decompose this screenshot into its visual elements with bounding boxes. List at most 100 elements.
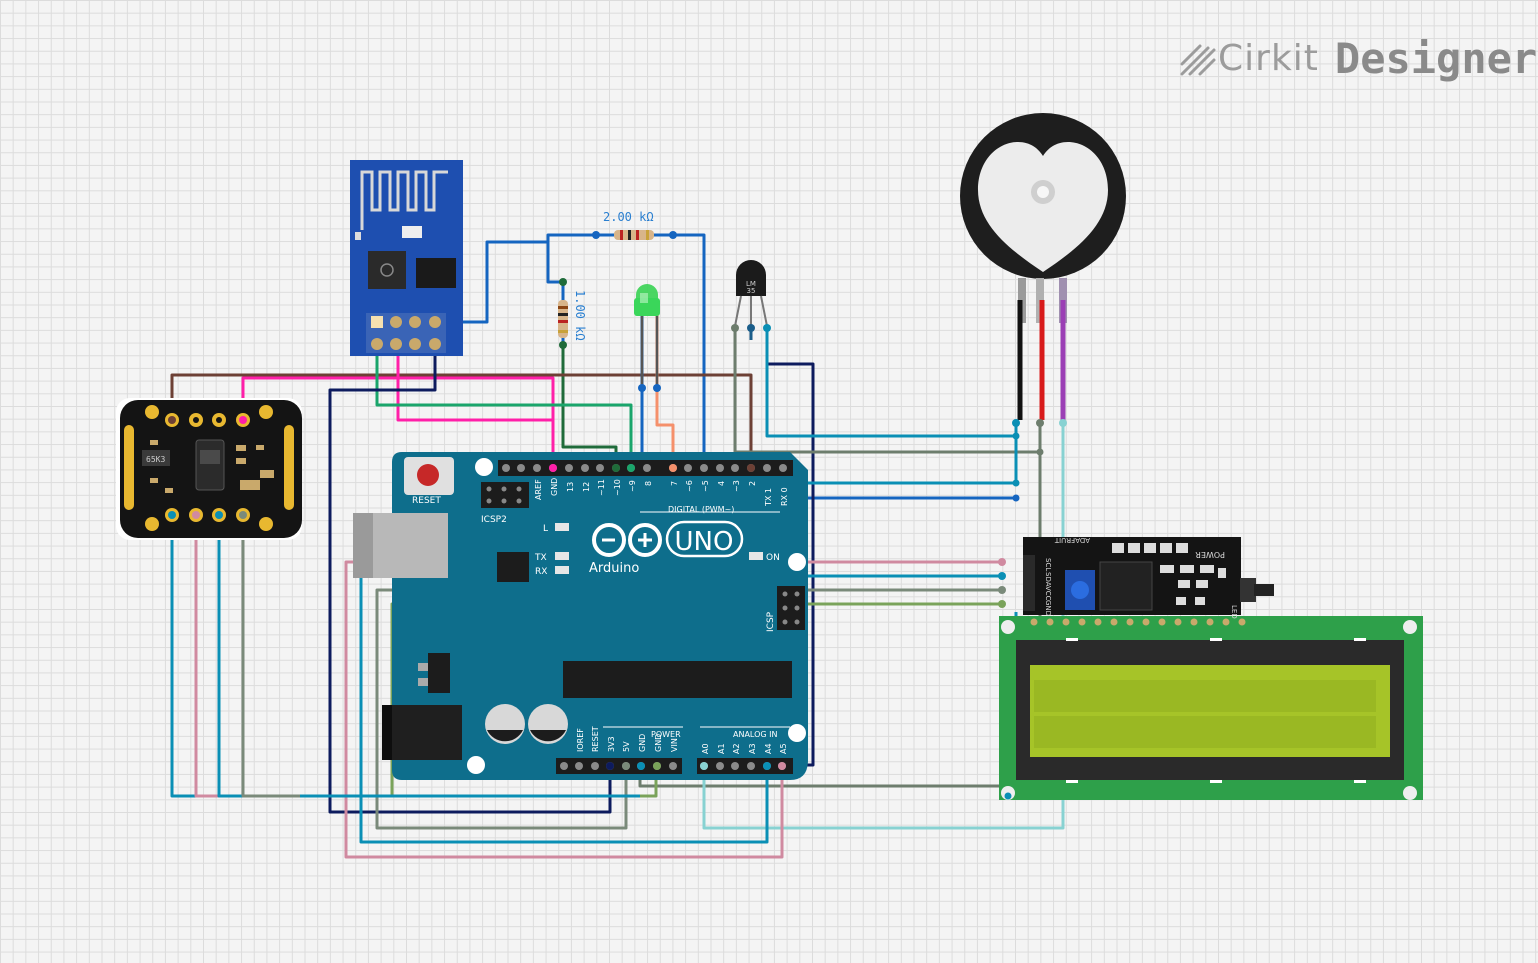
- lcd-display[interactable]: [999, 616, 1423, 800]
- power-pin-labels: IOREF RESET 3V3 5V GND GND VIN: [576, 726, 679, 752]
- svg-text:AREF: AREF: [534, 479, 543, 500]
- max-sensor-board[interactable]: 65K3: [116, 398, 302, 540]
- power-header[interactable]: [556, 758, 682, 774]
- icsp-header[interactable]: [777, 586, 805, 630]
- svg-text:8: 8: [644, 481, 653, 486]
- svg-text:VCC: VCC: [1044, 586, 1052, 601]
- max-pins-bottom[interactable]: [165, 508, 250, 522]
- resistor-top-label: 2.00 kΩ: [603, 210, 654, 224]
- wire-max-2[interactable]: [194, 515, 360, 798]
- arduino-uno[interactable]: RESET ICSP2 AREF: [353, 452, 808, 780]
- svg-text:~6: ~6: [685, 480, 694, 492]
- antenna-trace: [360, 170, 448, 230]
- wire-resistor-tx[interactable]: [673, 233, 1016, 500]
- uno-text: UNO: [675, 527, 734, 557]
- resistor-side-label: 1.00 kΩ: [573, 290, 587, 341]
- lm35-label-1: LM: [746, 280, 756, 288]
- wire-green-esp[interactable]: [375, 344, 633, 468]
- reset-button[interactable]: [417, 464, 439, 486]
- icsp2-header[interactable]: [481, 482, 529, 508]
- svg-text:GND: GND: [550, 478, 559, 496]
- svg-text:A1: A1: [717, 743, 726, 754]
- svg-text:2: 2: [748, 481, 757, 486]
- resistor-top[interactable]: 2.00 kΩ: [592, 210, 677, 240]
- cirkit-logo: Cirkit Designer: [1178, 30, 1537, 86]
- svg-text:A2: A2: [732, 743, 741, 754]
- tx-label: TX: [534, 553, 547, 563]
- brand-name: Cirkit: [1218, 37, 1319, 79]
- icsp2-label: ICSP2: [481, 515, 507, 525]
- lcd-pins: [1030, 618, 1246, 626]
- svg-text:SDA: SDA: [1044, 572, 1052, 587]
- icsp-label: ICSP: [766, 611, 776, 632]
- svg-text:RX 0: RX 0: [780, 487, 789, 506]
- pulse-heart: [978, 142, 1108, 272]
- wire-lm35-left[interactable]: [733, 328, 1040, 454]
- svg-text:3V3: 3V3: [607, 736, 616, 752]
- svg-text:7: 7: [670, 481, 679, 486]
- rx-label: RX: [535, 567, 547, 577]
- svg-text:~10: ~10: [613, 479, 622, 496]
- wire-led-anode[interactable]: [655, 315, 675, 468]
- svg-text:4: 4: [717, 481, 726, 486]
- svg-text:A4: A4: [764, 743, 773, 754]
- l-led-label: L: [543, 524, 548, 534]
- svg-text:A3: A3: [748, 743, 757, 754]
- on-label: ON: [766, 553, 780, 563]
- cirkit-logo-icon: [1180, 44, 1216, 76]
- svg-text:GND: GND: [638, 734, 647, 752]
- flash-chip: [416, 258, 456, 288]
- svg-text:12: 12: [582, 482, 591, 492]
- esp01-module[interactable]: [350, 160, 463, 356]
- svg-text:IOREF: IOREF: [576, 728, 585, 752]
- esp-chip: [368, 251, 406, 289]
- uno-logo: UNO Arduino: [589, 520, 744, 576]
- svg-text:GND: GND: [1044, 600, 1052, 616]
- svg-text:GND: GND: [654, 734, 663, 752]
- digital-pin-labels: AREF GND 13 12 ~11 ~10 ~9 8 7 ~6 ~5 4 ~3…: [534, 478, 789, 507]
- svg-text:A5: A5: [779, 743, 788, 754]
- wire-max-3[interactable]: [217, 515, 420, 798]
- pulse-sensor[interactable]: [960, 113, 1126, 427]
- backpack-header[interactable]: [998, 555, 1035, 611]
- backpack-power-label: POWER: [1195, 550, 1225, 559]
- power-label: POWER: [651, 730, 681, 739]
- analog-header[interactable]: [697, 758, 793, 774]
- wire-endpoints: [1004, 432, 1044, 800]
- svg-text:5V: 5V: [622, 741, 631, 752]
- lm35-temp-sensor[interactable]: LM 35: [731, 260, 771, 332]
- max-pins-top[interactable]: [165, 413, 250, 427]
- wire-brown[interactable]: [170, 373, 753, 468]
- svg-text:A0: A0: [701, 743, 710, 754]
- resistor-side[interactable]: 1.00 kΩ: [558, 278, 587, 349]
- wire-divider-blue[interactable]: [546, 242, 565, 308]
- i2c-backpack[interactable]: ADAFRUIT POWER LED SCL SDA VCC GND: [998, 536, 1274, 619]
- atmega-chip: [563, 661, 792, 698]
- power-jack: [382, 705, 462, 760]
- max-chip-label: 65K3: [146, 455, 165, 464]
- esp-pins[interactable]: [371, 316, 441, 350]
- arduino-text: Arduino: [589, 561, 639, 576]
- wire-lm35-out[interactable]: [765, 328, 1016, 438]
- backpack-brand: ADAFRUIT: [1054, 536, 1090, 544]
- svg-text:~9: ~9: [628, 480, 637, 492]
- product-name: Designer: [1334, 33, 1538, 83]
- svg-text:VIN: VIN: [670, 738, 679, 752]
- wire-max-4[interactable]: [241, 515, 300, 798]
- svg-text:~5: ~5: [701, 480, 710, 492]
- backpack-led-label: LED: [1230, 605, 1238, 619]
- wire-navy-esp[interactable]: [328, 344, 612, 814]
- backpack-pin-labels: SCL SDA VCC GND: [1044, 558, 1052, 616]
- svg-text:~3: ~3: [732, 480, 741, 492]
- svg-text:RESET: RESET: [591, 726, 600, 752]
- svg-text:~11: ~11: [597, 479, 606, 496]
- wires: [170, 233, 1065, 859]
- reset-label: RESET: [412, 496, 441, 506]
- digital-label: DIGITAL (PWM~): [668, 505, 734, 514]
- analog-pin-labels: A0 A1 A2 A3 A4 A5: [701, 743, 788, 754]
- svg-text:13: 13: [566, 482, 575, 492]
- green-led[interactable]: [634, 284, 661, 392]
- wire-max-1[interactable]: [170, 515, 640, 798]
- wire-esp-blue[interactable]: [440, 233, 596, 324]
